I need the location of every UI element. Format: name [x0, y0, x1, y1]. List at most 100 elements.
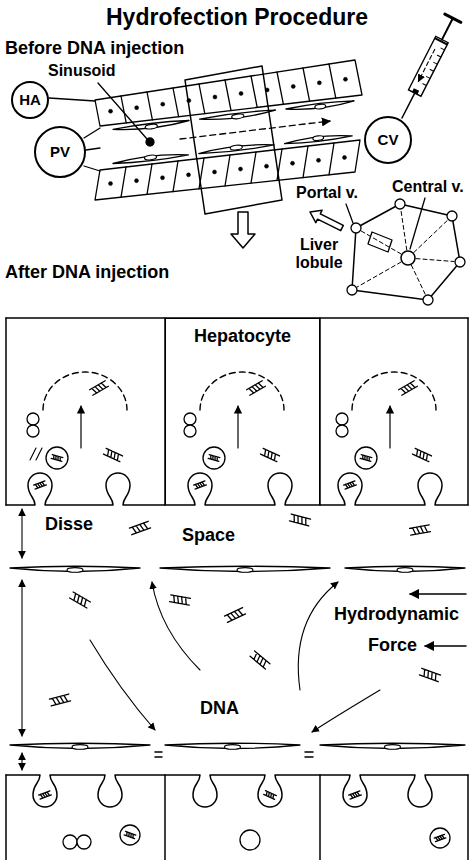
cell-border [303, 146, 308, 178]
cell-border [121, 167, 126, 197]
dna-symbol [344, 481, 357, 489]
cell-nucleus-dot [343, 155, 347, 159]
vessel-circle: CV [364, 116, 412, 164]
vessel-branch [49, 98, 95, 101]
cell-nucleus-dot [109, 109, 113, 113]
liver-lobule-outline [352, 204, 460, 300]
cell-nucleus [225, 745, 241, 750]
syringe-tick [437, 55, 441, 57]
cell-membrane [6, 775, 468, 807]
dna-symbol [434, 834, 446, 841]
vesicle [184, 425, 196, 437]
lobule-axis [411, 265, 425, 294]
dna-symbol [70, 592, 91, 608]
cell-border [303, 68, 310, 101]
dna-symbol [250, 651, 270, 669]
cell-border [199, 84, 205, 114]
cell-nucleus-dot [239, 167, 243, 171]
syringe-hub [412, 88, 419, 94]
syringe-plunger [442, 18, 453, 39]
endothelial-cell [113, 155, 188, 164]
cell-border [319, 775, 321, 860]
cell-border [147, 164, 152, 194]
dna-symbol [410, 525, 431, 535]
syringe-tick [426, 77, 430, 79]
portal-vein-circle [351, 223, 361, 233]
dna-strand [124, 831, 136, 838]
dna-strand [434, 834, 446, 841]
zoom-region [368, 232, 392, 252]
part-label: Portal v. [296, 184, 358, 202]
dna-symbol [349, 791, 362, 799]
width-arrow [21, 580, 22, 736]
cell-nucleus-dot [161, 102, 165, 106]
endosome [46, 447, 68, 469]
injection-arrow [418, 49, 434, 81]
flow-arrow [180, 121, 330, 139]
dna-symbol [247, 381, 266, 395]
dna-symbol [34, 481, 47, 489]
syringe-stopper [436, 39, 447, 44]
vesicle [27, 413, 39, 425]
dna-strand [344, 481, 357, 489]
cell-nucleus [144, 155, 157, 161]
cell-nucleus-dot [187, 173, 191, 177]
cell-border [225, 80, 231, 111]
dna-symbol [104, 448, 123, 461]
vesicle [27, 425, 39, 437]
cell-nucleus-dot [109, 182, 113, 186]
portal-vein-circle [447, 211, 457, 221]
force-arrow [410, 593, 466, 595]
cell-membrane [6, 473, 468, 505]
dna-symbol [289, 514, 310, 526]
dna-strand [104, 448, 123, 461]
dna-path-arrow [312, 690, 380, 732]
endothelial-cell [285, 136, 353, 144]
cell-border [277, 72, 283, 104]
figure-title: Hydrofection Procedure [0, 4, 474, 30]
cell-nucleus-dot [213, 170, 217, 174]
syringe [394, 14, 461, 122]
portal-vein-circle [347, 285, 357, 295]
dna-strand [261, 448, 280, 461]
cell-nucleus-dot [317, 81, 321, 85]
part-label: Sinusoid [48, 62, 116, 80]
syringe-needle [402, 93, 415, 118]
dna-strand [51, 455, 63, 462]
endothelial-cell [10, 566, 140, 571]
cell-nucleus-dot [135, 179, 139, 183]
vessel-label: HA [19, 91, 41, 108]
dna-strand [34, 481, 47, 489]
part-label: Central v. [392, 178, 464, 196]
dna-symbol [194, 481, 207, 489]
cell-border [251, 76, 257, 107]
dna-strand [224, 608, 245, 623]
dna-strand [410, 525, 431, 535]
cell-border [173, 88, 179, 117]
cell-nucleus-dot [213, 95, 217, 99]
vesicle [430, 828, 450, 848]
leader-line [346, 204, 353, 223]
cell-border [251, 152, 256, 183]
dna-strand [349, 791, 362, 799]
syringe-barrel [408, 36, 448, 96]
dna-strand [90, 381, 109, 395]
syringe-tick [430, 69, 434, 71]
endothelial-cell [345, 566, 465, 571]
dna-symbol [208, 455, 220, 462]
cell-border [329, 143, 334, 175]
vessel-circle: PV [34, 126, 86, 178]
cell-nucleus-dot [317, 158, 321, 162]
uptake-arrow [237, 406, 238, 448]
vesicle [120, 825, 140, 845]
syringe-tick [441, 48, 445, 50]
cell-nucleus-dot [291, 161, 295, 165]
endothelial-cell [320, 743, 465, 748]
cell-label: Hepatocyte [194, 326, 291, 347]
vesicle [63, 835, 77, 849]
hepatocyte-cell: Hepatocyte [165, 318, 320, 505]
cell-nucleus [231, 113, 244, 119]
dna-symbol [419, 668, 440, 681]
vessel-circle: HA [11, 81, 49, 119]
